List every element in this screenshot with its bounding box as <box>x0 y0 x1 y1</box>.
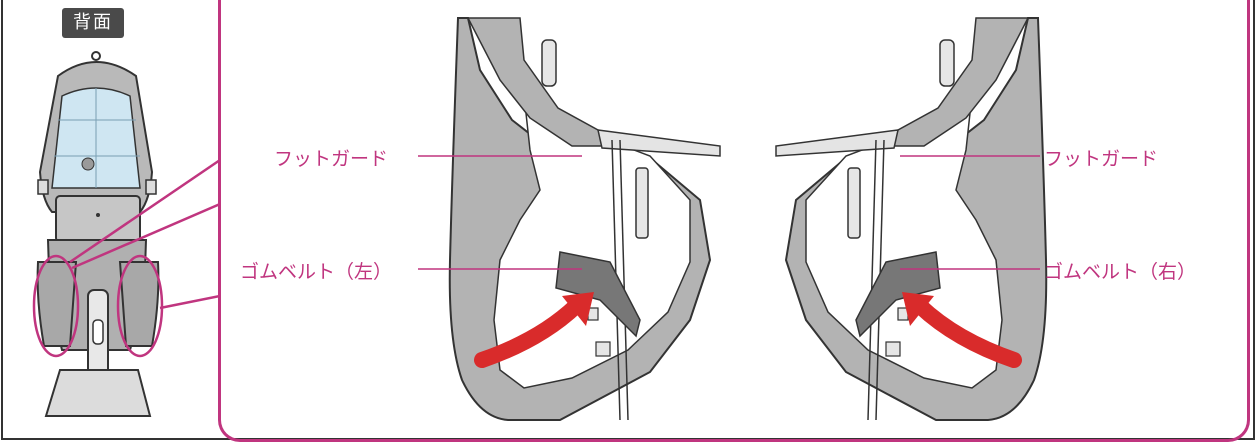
right-footrest <box>776 18 1046 420</box>
label-foot-guard-right: フットガード <box>1044 144 1158 171</box>
left-footrest <box>450 18 720 420</box>
label-rubber-belt-left: ゴムベルト（左） <box>240 257 392 284</box>
label-foot-guard-left: フットガード <box>274 144 388 171</box>
label-rubber-belt-right: ゴムベルト（右） <box>1044 257 1196 284</box>
